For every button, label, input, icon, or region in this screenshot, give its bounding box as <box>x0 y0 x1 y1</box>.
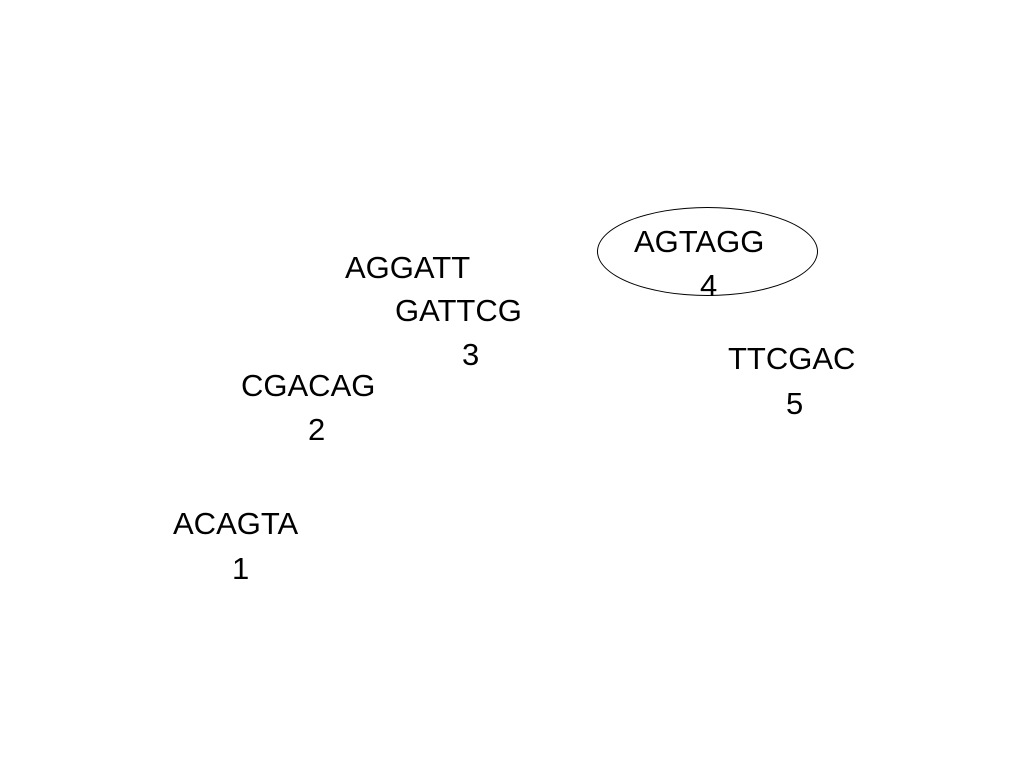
node-4-number: 4 <box>700 268 718 303</box>
node-1-number: 1 <box>232 551 250 586</box>
node-3-sequence-b: GATTCG <box>395 293 522 328</box>
node-2-sequence: CGACAG <box>241 368 376 403</box>
node-1-sequence: ACAGTA <box>173 506 299 541</box>
node-4-sequence: AGTAGG <box>634 224 765 259</box>
node-3-sequence-a: AGGATT <box>345 250 471 285</box>
node-5-number: 5 <box>786 386 804 421</box>
highlight-ellipse <box>597 207 818 296</box>
node-3-number: 3 <box>462 337 480 372</box>
node-5-sequence: TTCGAC <box>728 341 856 376</box>
node-2-number: 2 <box>308 412 326 447</box>
